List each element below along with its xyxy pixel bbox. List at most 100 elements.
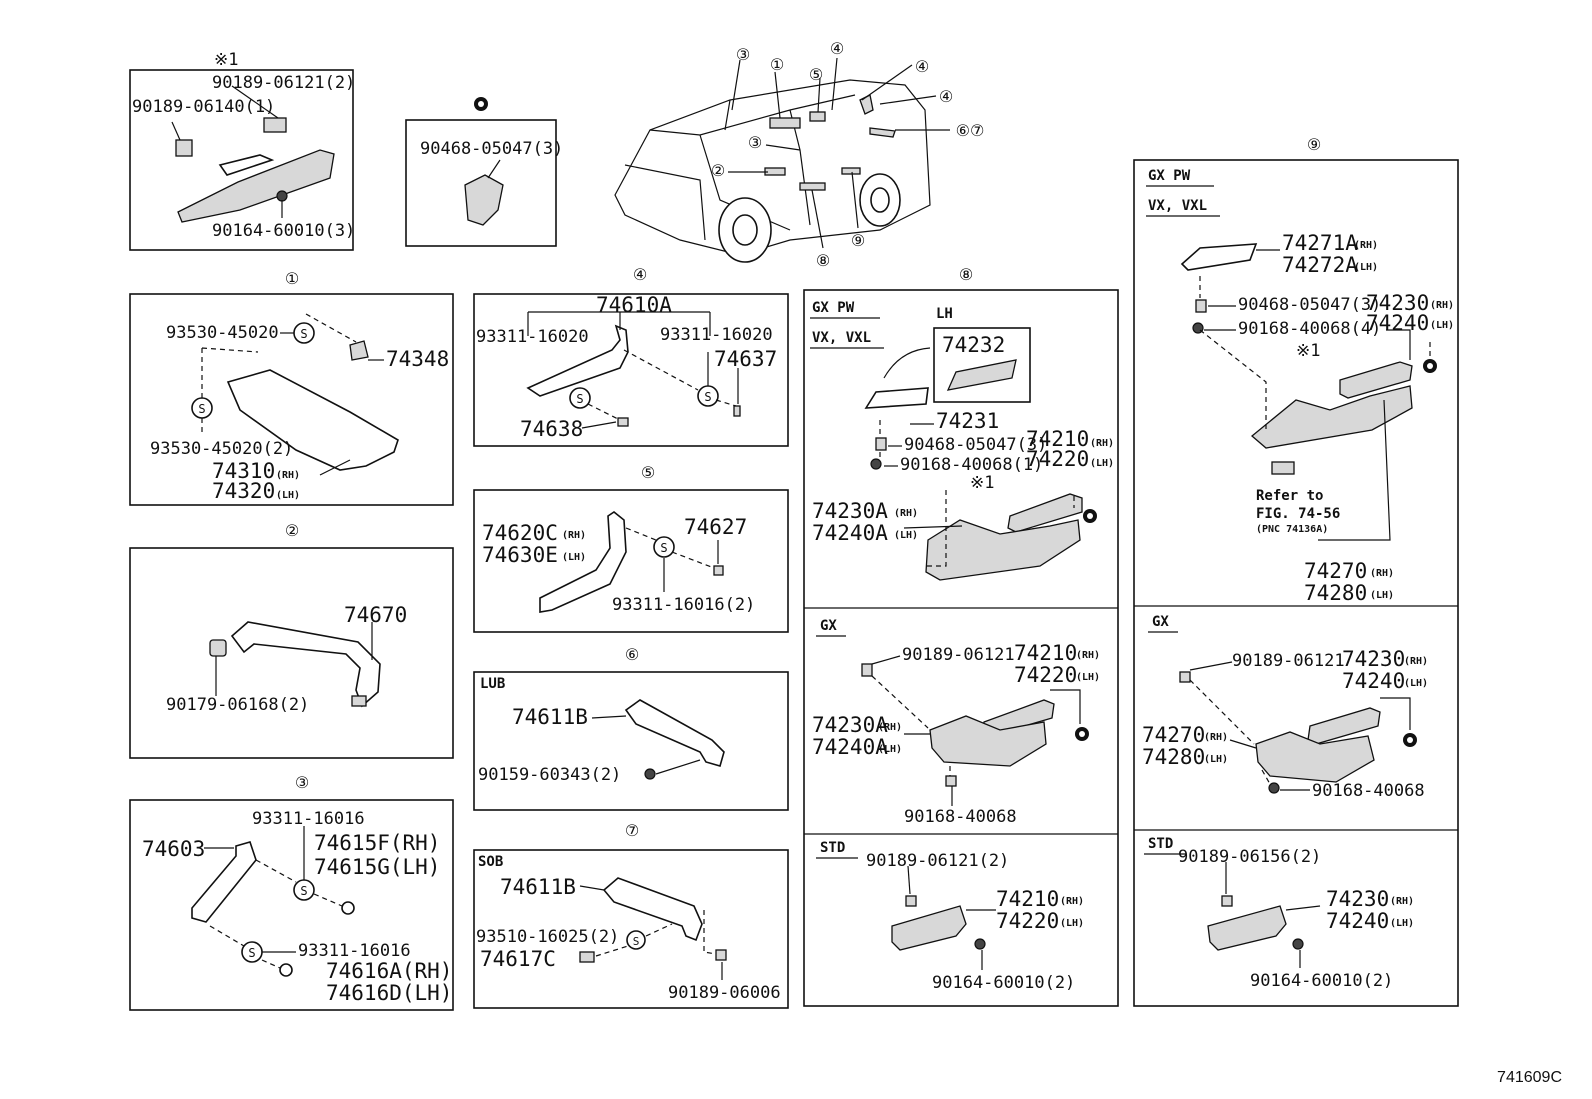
s8-note-mark: ※1 (970, 473, 994, 493)
svg-text:(RH): (RH) (1090, 438, 1114, 449)
svg-text:S: S (576, 392, 583, 406)
s6-lub-label: LUB (480, 676, 505, 692)
s8-std-part-90164-60010: 90164-60010(2) (932, 973, 1075, 993)
svg-text:(LH): (LH) (894, 530, 918, 541)
s8-part-90168-40068: 90168-40068(1) (900, 455, 1043, 475)
svg-text:(LH): (LH) (1430, 320, 1454, 331)
s9-part-90468-05047: 90468-05047(3) (1238, 295, 1381, 315)
vehicle-overview: ③ ① ④ ⑤ ④ ④ ③ ② ⑥⑦ ⑧ ⑨ (614, 39, 984, 270)
s9-part-74280: 74280 (1304, 581, 1367, 605)
svg-text:(LH): (LH) (1370, 590, 1394, 601)
s9-gx-label: GX (1152, 614, 1169, 630)
s6-part-90159-60343: 90159-60343(2) (478, 765, 621, 785)
svg-text:(LH): (LH) (562, 552, 586, 563)
s8-part-74220: 74220 (1026, 447, 1089, 471)
s5-part-74620C: 74620C (482, 521, 558, 545)
section-6-number: ⑥ (625, 645, 639, 664)
section-6-grip-lub: ⑥ LUB 74611B 90159-60343(2) (473, 645, 789, 811)
s9-gx-part-74280: 74280 (1142, 745, 1205, 769)
overview-callout-2: ② (711, 161, 725, 180)
overview-callout-4a: ⑤ (809, 65, 823, 84)
s1-part-74348: 74348 (386, 347, 449, 371)
s2-part-74670: 74670 (344, 603, 407, 627)
s6-part-74611B: 74611B (512, 705, 588, 729)
section-5-number: ⑤ (641, 463, 655, 482)
svg-text:S: S (633, 935, 640, 948)
note-part-90164-60010: 90164-60010(3) (212, 221, 355, 241)
section-1-number: ① (285, 269, 299, 288)
svg-text:S: S (704, 390, 711, 404)
overview-callout-5: ④ (830, 39, 844, 58)
svg-text:(LH): (LH) (1404, 678, 1428, 689)
s9-gx-part-90189-06121: 90189-06121 (1232, 651, 1345, 671)
clip-box: 90468-05047(3) (405, 97, 563, 247)
s8-part-74232: 74232 (942, 333, 1005, 357)
section-8-number: ⑧ (959, 265, 973, 284)
svg-text:(RH): (RH) (276, 470, 300, 481)
s5-part-74627: 74627 (684, 515, 747, 539)
s8-std-label: STD (820, 840, 845, 856)
s8-part-74230A: 74230A (812, 499, 888, 523)
svg-text:(LH): (LH) (1204, 754, 1228, 765)
section-2-assist-grip: ② 74670 90179-06168(2) (129, 521, 454, 759)
s9-std-part-74230: 74230 (1326, 887, 1389, 911)
s7-sob-label: SOB (478, 854, 503, 870)
svg-text:(RH): (RH) (1204, 732, 1228, 743)
s9-std-part-74240: 74240 (1326, 909, 1389, 933)
s5-part-74630E: 74630E (482, 543, 558, 567)
s9-part-74240: 74240 (1366, 311, 1429, 335)
s1-part-74310: 74310 (212, 459, 275, 483)
svg-text:(LH): (LH) (276, 490, 300, 501)
svg-text:(LH): (LH) (1354, 262, 1378, 273)
section-7-number: ⑦ (625, 821, 639, 840)
overview-callout-4c: ④ (939, 87, 953, 106)
section-5-grip: ⑤ S 74620C (RH) 74630E (LH) 74627 93311-… (473, 463, 789, 633)
svg-text:(RH): (RH) (562, 530, 586, 541)
s9-gx-part-74240: 74240 (1342, 669, 1405, 693)
s4-part-93311-16020-a: 93311-16020 (476, 327, 589, 347)
svg-text:(RH): (RH) (1370, 568, 1394, 579)
s8-part-74210: 74210 (1026, 427, 1089, 451)
s8-vx-label: VX, VXL (812, 330, 871, 346)
s8-gx-part-90168-40068: 90168-40068 (904, 807, 1017, 827)
svg-text:S: S (300, 327, 307, 341)
s3-part-74616D: 74616D(LH) (326, 981, 452, 1005)
s9-gx-part-74230: 74230 (1342, 647, 1405, 671)
s4-part-74610A: 74610A (596, 293, 672, 317)
s9-part-74271A: 74271A (1282, 231, 1358, 255)
svg-text:(LH): (LH) (1390, 918, 1414, 929)
section-2-number: ② (285, 521, 299, 540)
s3-part-74616A: 74616A(RH) (326, 959, 452, 983)
s3-part-93311-16016-b: 93311-16016 (298, 941, 411, 961)
svg-text:S: S (660, 541, 667, 555)
s8-gx-part-74220: 74220 (1014, 663, 1077, 687)
s8-gx-part-74240A: 74240A (812, 735, 888, 759)
s8-gx-label: GX (820, 618, 837, 634)
svg-text:(RH): (RH) (1060, 896, 1084, 907)
section-7-grip-sob: ⑦ SOB S 74611B 93510-16025(2) 74617C 901… (473, 821, 789, 1009)
figure-code: 741609C (1497, 1069, 1562, 1086)
s3-part-74603: 74603 (142, 837, 205, 861)
overview-callout-1: ① (770, 55, 784, 74)
s9-note-mark: ※1 (1296, 341, 1320, 361)
s9-part-74230: 74230 (1366, 291, 1429, 315)
section-4-number: ④ (633, 265, 647, 284)
svg-text:(LH): (LH) (1090, 458, 1114, 469)
section-9-number: ⑨ (1307, 135, 1321, 154)
section-9-rear-armrest: ⑨ GX PW VX, VXL 74271A (RH) 74272A (LH) … (1133, 135, 1459, 1007)
s4-part-74638: 74638 (520, 417, 583, 441)
overview-callout-3a: ③ (736, 45, 750, 64)
s4-part-74637: 74637 (714, 347, 777, 371)
s9-part-74272A: 74272A (1282, 253, 1358, 277)
s3-part-74615F: 74615F(RH) (314, 831, 440, 855)
s8-part-74231: 74231 (936, 409, 999, 433)
s8-gx-part-90189-06121: 90189-06121 (902, 645, 1015, 665)
s1-part-93530-45020-2: 93530-45020(2) (150, 439, 293, 459)
section-3-number: ③ (295, 773, 309, 792)
section-1-sun-visor: ① S S 93530-45020 74348 93530-45020(2) 7… (129, 269, 454, 506)
s3-part-74615G: 74615G(LH) (314, 855, 440, 879)
s1-part-93530-45020: 93530-45020 (166, 323, 279, 343)
s8-gxpw-label: GX PW (812, 300, 855, 316)
svg-text:(RH): (RH) (894, 508, 918, 519)
